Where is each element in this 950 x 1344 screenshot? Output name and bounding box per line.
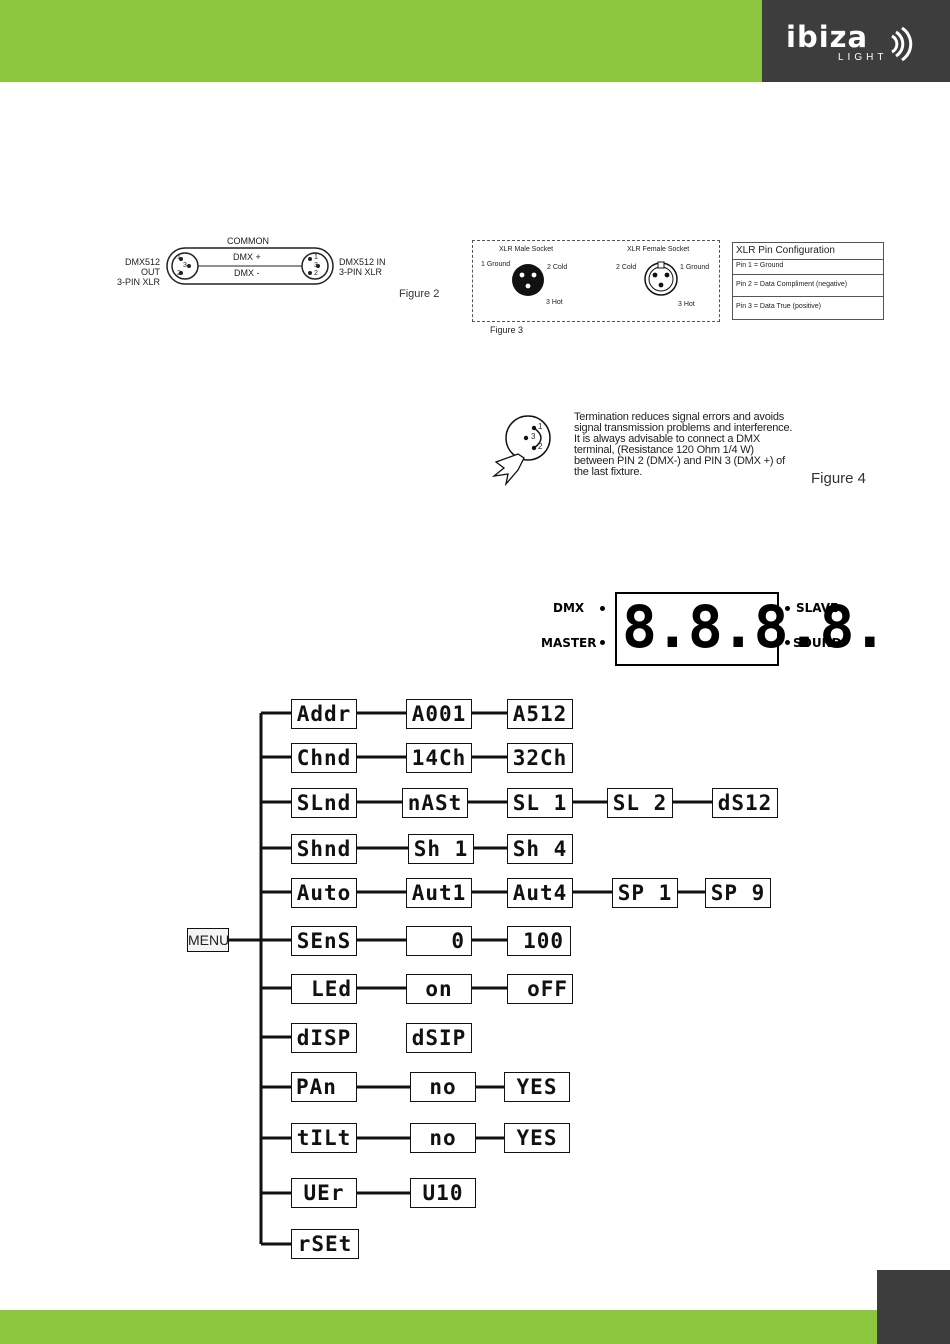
figure-2-label: Figure 2 xyxy=(399,288,440,300)
dmx-minus-label: DMX - xyxy=(234,268,260,278)
xlr-female-icon xyxy=(644,261,678,296)
xlr-pin-row: Pin 1 = Ground xyxy=(733,260,883,275)
menu-value: on xyxy=(406,974,472,1004)
menu-value: SL 2 xyxy=(607,788,673,818)
xlr-pin-table: XLR Pin Configuration Pin 1 = Ground Pin… xyxy=(732,242,884,320)
in-pin-labels: 1 3 2 xyxy=(314,254,318,277)
dmx-indicator-led xyxy=(600,606,605,611)
male-pin-3: 3 Hot xyxy=(546,299,563,306)
menu-item-auto: Auto xyxy=(291,878,357,908)
menu-value: nASt xyxy=(402,788,468,818)
menu-value: YES xyxy=(504,1123,570,1153)
master-indicator-led xyxy=(600,640,605,645)
menu-value: oFF xyxy=(507,974,573,1004)
figure-3-label: Figure 3 xyxy=(490,325,524,335)
menu-value: SP 9 xyxy=(705,878,771,908)
terminator-pin-labels: 1 3 2 xyxy=(531,422,543,451)
menu-value: dS12 xyxy=(712,788,778,818)
menu-value: A001 xyxy=(406,699,472,729)
menu-item-tilt: tILt xyxy=(291,1123,357,1153)
brand-logo xyxy=(762,0,950,82)
xlr-socket-frame xyxy=(472,240,720,322)
xlr-male-icon xyxy=(512,264,544,296)
female-socket-title: XLR Female Socket xyxy=(627,246,690,253)
menu-item-chnd: Chnd xyxy=(291,743,357,773)
slave-indicator-led xyxy=(785,606,790,611)
menu-item-ver: UEr xyxy=(291,1178,357,1208)
common-label: COMMON xyxy=(227,236,269,246)
figure-4-label: Figure 4 xyxy=(811,470,867,487)
menu-item-shnd: Shnd xyxy=(291,834,357,864)
seven-segment-display xyxy=(615,592,779,666)
menu-item-addr: Addr xyxy=(291,699,357,729)
menu-value: 100 xyxy=(507,926,571,956)
menu-value: no xyxy=(410,1072,476,1102)
male-pin-1: 1 Ground xyxy=(481,261,511,268)
menu-root: MENU xyxy=(187,928,229,952)
menu-value: 0 xyxy=(406,926,472,956)
menu-value: YES xyxy=(504,1072,570,1102)
menu-value: dSIP xyxy=(406,1023,472,1053)
menu-value: A512 xyxy=(507,699,573,729)
menu-item-led: LEd xyxy=(291,974,357,1004)
female-pin-2: 2 Cold xyxy=(616,264,637,271)
master-indicator-label: MASTER xyxy=(541,636,597,650)
dmx-in-label: DMX512 IN 3-PIN XLR xyxy=(339,257,386,277)
male-socket-title: XLR Male Socket xyxy=(499,246,554,253)
out-pin-labels: 1 3 2 xyxy=(177,254,187,277)
menu-value: SL 1 xyxy=(507,788,573,818)
male-pin-2: 2 Cold xyxy=(547,264,568,271)
brand-name: ibiza xyxy=(786,20,869,54)
menu-value: U10 xyxy=(410,1178,476,1208)
xlr-pin-row: Pin 2 = Data Compliment (negative) xyxy=(733,275,883,297)
dmx-out-label: DMX512 OUT 3-PIN XLR xyxy=(116,257,160,287)
xlr-pin-table-title: XLR Pin Configuration xyxy=(733,243,883,260)
menu-value: Sh 1 xyxy=(408,834,474,864)
display-digits: 8.8.8.8. xyxy=(622,593,887,661)
dmx-cable-diagram xyxy=(166,247,334,285)
menu-value: Aut1 xyxy=(406,878,472,908)
menu-value: no xyxy=(410,1123,476,1153)
page-number-box xyxy=(877,1270,950,1344)
female-pin-1: 1 Ground xyxy=(680,264,710,271)
menu-value: Sh 4 xyxy=(507,834,573,864)
slave-indicator-label: SLAVE xyxy=(796,601,839,615)
sound-indicator-label: SOUND xyxy=(793,636,842,650)
menu-value: Aut4 xyxy=(507,878,573,908)
dmx-indicator-label: DMX xyxy=(553,601,585,615)
menu-value: 32Ch xyxy=(507,743,573,773)
female-pin-3: 3 Hot xyxy=(678,301,695,308)
termination-text: Termination reduces signal errors and av… xyxy=(574,411,793,478)
brand-subtitle: LIGHT xyxy=(838,52,888,63)
menu-value: SP 1 xyxy=(612,878,678,908)
signal-waves-icon xyxy=(891,26,913,62)
menu-value: 14Ch xyxy=(406,743,472,773)
footer-bar xyxy=(0,1310,950,1344)
menu-item-sens: SEnS xyxy=(291,926,357,956)
menu-item-disp: dISP xyxy=(291,1023,357,1053)
dmx-plus-label: DMX + xyxy=(233,252,261,262)
menu-item-rset: rSEt xyxy=(291,1229,359,1259)
xlr-pin-row: Pin 3 = Data True (positive) xyxy=(736,303,822,310)
menu-item-slnd: SLnd xyxy=(291,788,357,818)
dmx-terminator-icon xyxy=(491,415,551,487)
menu-item-pan: PAn xyxy=(291,1072,357,1102)
sound-indicator-led xyxy=(785,640,790,645)
